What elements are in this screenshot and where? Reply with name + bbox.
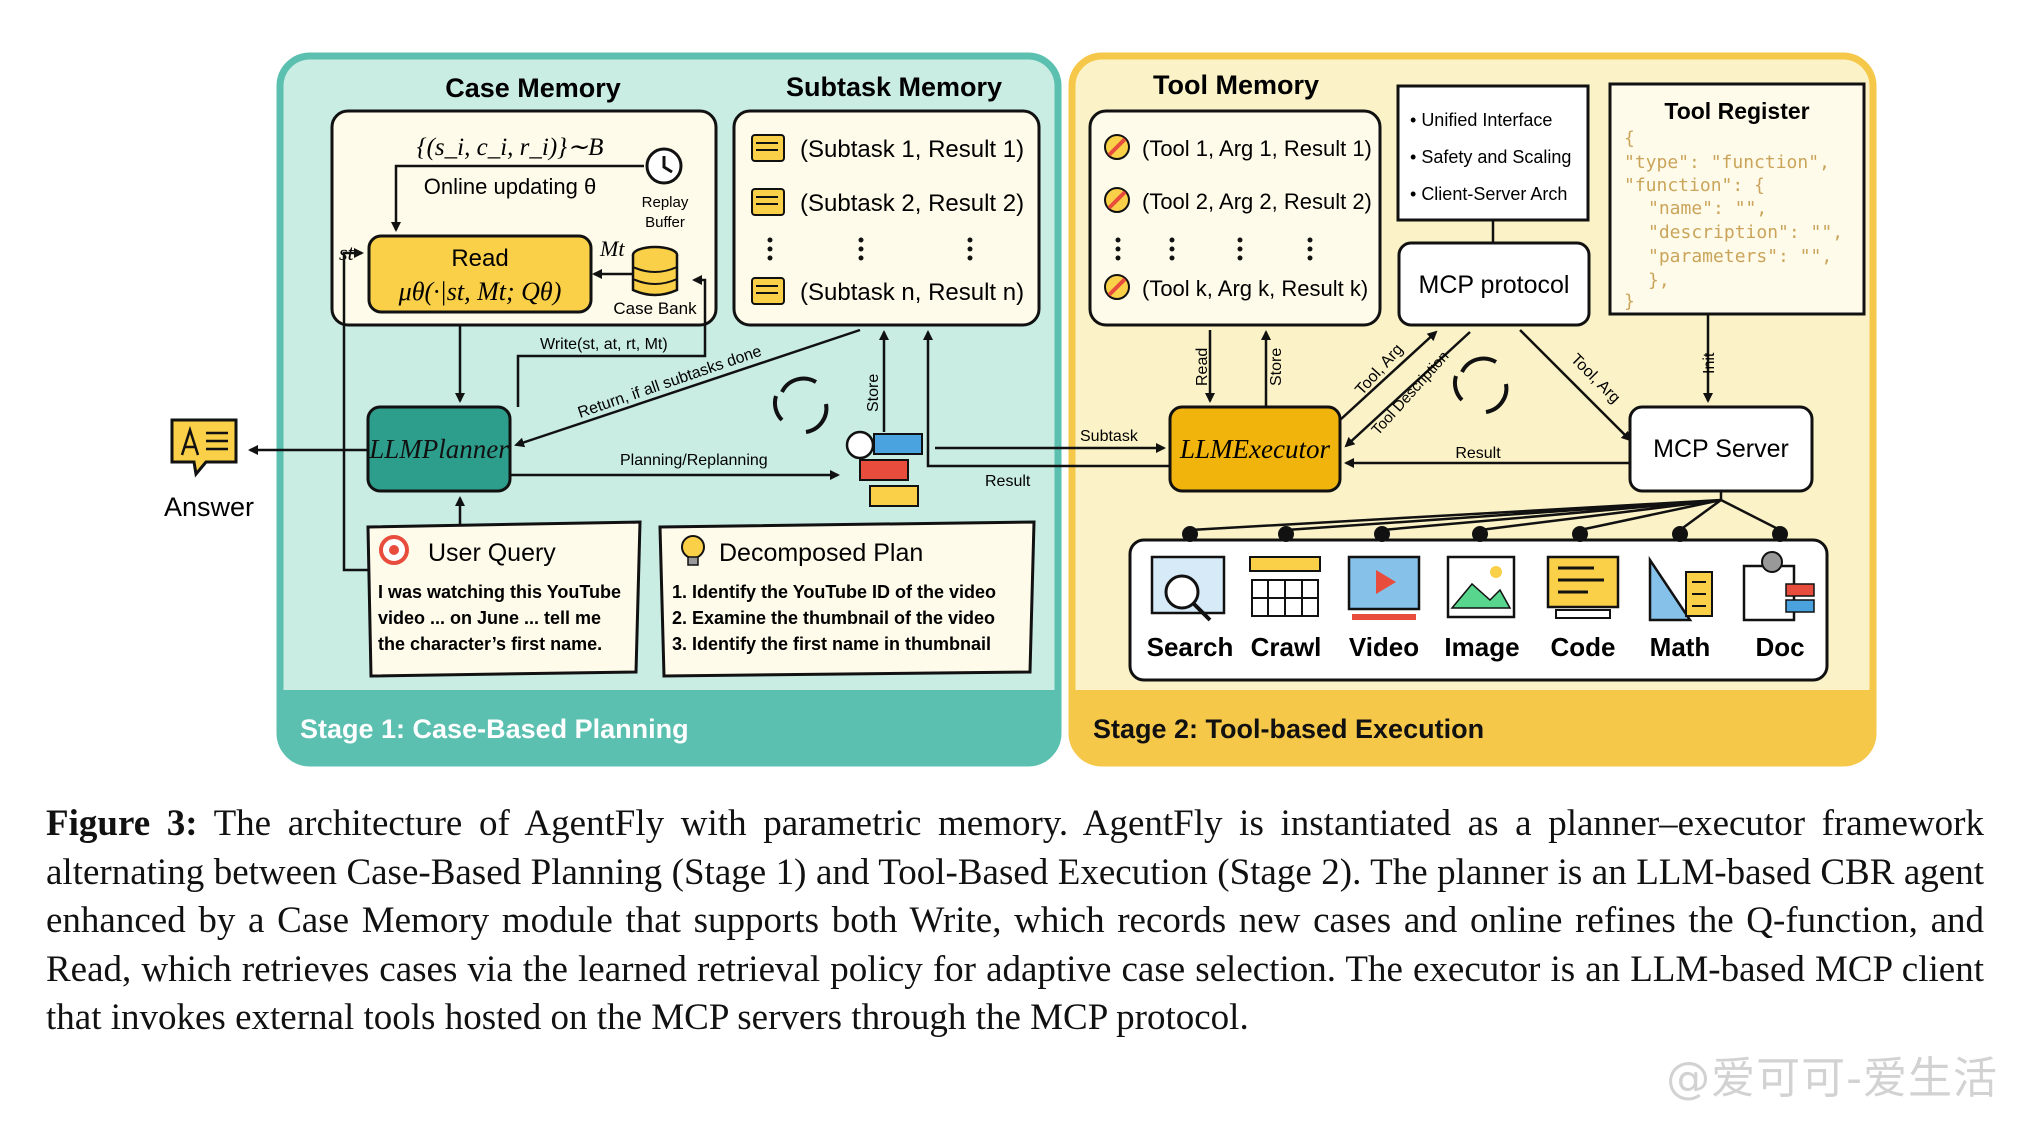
tool-label-doc: Doc bbox=[1755, 632, 1804, 662]
feature-1: • Unified Interface bbox=[1410, 110, 1552, 130]
llm-planner-label: LLMPlanner bbox=[368, 434, 509, 464]
subtask-row-1: (Subtask 1, Result 1) bbox=[800, 136, 1024, 163]
figure-caption: Figure 3: The architecture of AgentFly w… bbox=[46, 800, 1984, 1043]
online-updating-label: Online updating θ bbox=[424, 174, 596, 199]
llm-executor-label: LLMExecutor bbox=[1179, 434, 1330, 464]
tool-register-card: Tool Register { "type": "function", "fun… bbox=[1608, 82, 1866, 316]
tool-label-code: Code bbox=[1551, 632, 1616, 662]
user-query-line-1: I was watching this YouTube bbox=[378, 582, 621, 602]
mt-label: Mt bbox=[599, 236, 625, 261]
case-bank-label: Case Bank bbox=[613, 299, 697, 318]
figure-caption-text: The architecture of AgentFly with parame… bbox=[46, 803, 1984, 1038]
subtask-row-3: (Subtask n, Result n) bbox=[800, 279, 1024, 306]
feature-2: • Safety and Scaling bbox=[1410, 147, 1571, 167]
figure-label: Figure 3: bbox=[46, 803, 198, 844]
stage1-label: Stage 1: Case-Based Planning bbox=[300, 714, 689, 744]
tool-label-image: Image bbox=[1444, 632, 1519, 662]
subtask-folder-icon-3 bbox=[751, 277, 785, 305]
math-icon bbox=[1648, 555, 1713, 622]
tool-label-video: Video bbox=[1349, 632, 1419, 662]
plan-step-2: 2. Examine the thumbnail of the video bbox=[672, 608, 995, 628]
user-query-card: User Query I was watching this YouTube v… bbox=[366, 520, 642, 678]
feature-3: • Client-Server Arch bbox=[1410, 184, 1567, 204]
subtask-list-icon bbox=[845, 430, 923, 507]
case-bank-database-icon bbox=[631, 245, 679, 297]
replay-buffer-label-2: Buffer bbox=[645, 214, 685, 231]
decomposed-plan-card: Decomposed Plan 1. Identify the YouTube … bbox=[658, 520, 1036, 678]
subtask-memory-title: Subtask Memory bbox=[786, 72, 1002, 102]
mcp-features-card: • Unified Interface • Safety and Scaling… bbox=[1396, 84, 1590, 243]
read-label: Read bbox=[451, 245, 508, 272]
mcp-protocol-box bbox=[1397, 241, 1591, 327]
tool-label-crawl: Crawl bbox=[1251, 632, 1322, 662]
answer-icon bbox=[170, 418, 238, 478]
tool-wrench-icon-1 bbox=[1104, 134, 1130, 160]
planning-label: Planning/Replanning bbox=[620, 452, 768, 469]
image-icon bbox=[1446, 555, 1516, 619]
cycle-icon bbox=[772, 376, 829, 434]
tool-label-search: Search bbox=[1147, 632, 1234, 662]
code-line-8: } bbox=[1624, 291, 1635, 312]
subtask-folder-icon-1 bbox=[751, 134, 785, 162]
code-line-3: "function": { bbox=[1624, 175, 1765, 196]
tool-memory: Tool Memory (Tool 1, Arg 1, Result 1) (T… bbox=[1088, 70, 1382, 327]
crawl-icon bbox=[1249, 556, 1321, 617]
user-query-line-3: the character’s first name. bbox=[378, 634, 602, 654]
user-query-line-2: video ... on June ... tell me bbox=[378, 608, 601, 628]
answer-label: Answer bbox=[164, 492, 254, 522]
tool-wrench-icon-3 bbox=[1104, 274, 1130, 300]
tool-row-1: (Tool 1, Arg 1, Result 1) bbox=[1142, 136, 1372, 161]
watermark: @爱可可-爱生活 bbox=[1666, 1053, 1998, 1104]
vertical-ellipsis bbox=[767, 237, 973, 261]
plan-step-1: 1. Identify the YouTube ID of the video bbox=[672, 582, 996, 602]
tool-label-math: Math bbox=[1650, 632, 1711, 662]
code-line-4: "name": "", bbox=[1648, 198, 1767, 219]
subtask-label: Subtask bbox=[1080, 428, 1139, 445]
subtask-folder-icon-2 bbox=[751, 188, 785, 216]
case-memory: Case Memory {(s_i, c_i, r_i)}∼B Online u… bbox=[330, 73, 718, 327]
init-label: Init bbox=[1701, 352, 1718, 374]
code-line-5: "description": "", bbox=[1648, 222, 1843, 243]
mcp-server-label: MCP Server bbox=[1653, 435, 1789, 463]
tool-row-2: (Tool 2, Arg 2, Result 2) bbox=[1142, 189, 1372, 214]
store-label-2: Store bbox=[1268, 348, 1285, 386]
read-formula: μθ(·|st, Mt; Qθ) bbox=[398, 277, 562, 306]
case-memory-title: Case Memory bbox=[445, 73, 621, 103]
replay-buffer-clock-icon bbox=[645, 147, 683, 185]
cycle-icon-2 bbox=[1452, 356, 1509, 414]
subtask-memory: Subtask Memory (Subtask 1, Result 1) (Su… bbox=[732, 72, 1041, 327]
mcp-protocol-label: MCP protocol bbox=[1419, 271, 1570, 299]
replay-buffer-label-1: Replay bbox=[642, 194, 689, 211]
code-line-7: }, bbox=[1648, 270, 1670, 291]
tool-row-3: (Tool k, Arg k, Result k) bbox=[1142, 276, 1368, 301]
subtask-row-2: (Subtask 2, Result 2) bbox=[800, 190, 1024, 217]
video-icon bbox=[1347, 555, 1421, 620]
user-query-title: User Query bbox=[428, 539, 556, 567]
store-label: Store bbox=[865, 374, 882, 412]
search-icon bbox=[1150, 555, 1226, 622]
case-memory-formula: {(s_i, c_i, r_i)}∼B bbox=[417, 134, 604, 161]
llm-executor-box bbox=[1168, 405, 1342, 493]
tool-wrench-icon-2 bbox=[1104, 187, 1130, 213]
doc-icon bbox=[1742, 551, 1815, 622]
read-label-2: Read bbox=[1194, 348, 1211, 386]
code-line-1: { bbox=[1624, 128, 1635, 149]
tool-memory-title: Tool Memory bbox=[1153, 70, 1319, 100]
stage2-label: Stage 2: Tool-based Execution bbox=[1093, 714, 1484, 744]
vertical-ellipsis-tools bbox=[1115, 237, 1313, 261]
plan-step-3: 3. Identify the first name in thumbnail bbox=[672, 634, 991, 654]
code-icon bbox=[1546, 555, 1620, 619]
code-line-2: "type": "function", bbox=[1624, 152, 1830, 173]
tool-register-title: Tool Register bbox=[1664, 98, 1809, 124]
tools-panel: Search Crawl Video Image Code Math Doc bbox=[1128, 491, 1829, 682]
lightbulb-icon bbox=[681, 535, 705, 566]
read-box bbox=[367, 234, 593, 314]
architecture-diagram: Stage 1: Case-Based Planning Stage 2: To… bbox=[164, 52, 1877, 767]
result-label-1: Result bbox=[985, 473, 1031, 490]
code-line-6: "parameters": "", bbox=[1648, 246, 1832, 267]
result-label-2: Result bbox=[1455, 445, 1501, 462]
decomposed-plan-title: Decomposed Plan bbox=[719, 539, 923, 567]
write-label: Write(st, at, rt, Mt) bbox=[540, 336, 668, 353]
